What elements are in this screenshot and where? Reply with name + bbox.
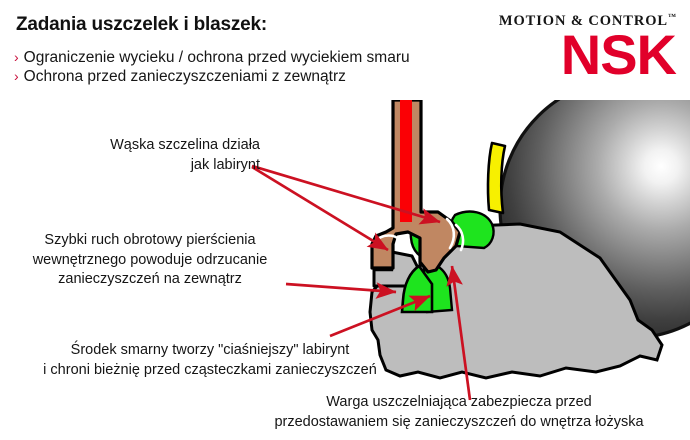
- arrow-labirynt-lower: [251, 165, 389, 252]
- nsk-logo: MOTION & CONTROL™ NSK: [499, 12, 677, 86]
- logo-tagline-text: MOTION & CONTROL: [498, 12, 668, 29]
- annotation-smarny: Środek smarny tworzy "ciaśniejszy" labir…: [0, 341, 420, 380]
- trademark-icon: ™: [668, 12, 676, 21]
- annotation-line: wewnętrznego powoduje odrzucanie: [32, 251, 268, 268]
- annotation-warga: Warga uszczelniająca zabezpiecza przed p…: [228, 393, 690, 432]
- arrow-labirynt-upper: [251, 164, 441, 225]
- annotation-line: Warga uszczelniająca zabezpiecza przed: [326, 394, 592, 410]
- annotation-line: Wąska szczelina działa: [110, 137, 260, 153]
- annotation-obrotowy: Szybki ruch obrotowy pierścienia wewnętr…: [0, 231, 300, 290]
- bullet-label: Ograniczenie wycieku / ochrona przed wyc…: [23, 49, 410, 66]
- bullet-item: › Ochrona przed zanieczyszczeniami z zew…: [14, 67, 410, 86]
- bullet-item: › Ograniczenie wycieku / ochrona przed w…: [14, 48, 410, 67]
- arrow-obrotowy: [285, 282, 397, 299]
- bullet-list: › Ograniczenie wycieku / ochrona przed w…: [14, 48, 410, 86]
- grease-channel: [400, 100, 412, 222]
- annotation-line: Środek smarny tworzy "ciaśniejszy" labir…: [70, 342, 350, 358]
- logo-wordmark: NSK: [560, 22, 677, 86]
- arrow-warga: [446, 265, 472, 401]
- leader-arrows: [251, 164, 472, 401]
- annotation-labirynt: Wąska szczelina działa jak labirynt: [0, 136, 260, 175]
- annotation-line: zanieczyszczeń na zewnątrz: [58, 271, 242, 287]
- annotation-line: i chroni bieżnię przed cząsteczkami zani…: [43, 361, 377, 378]
- cage: [486, 141, 507, 215]
- chevron-right-icon: ›: [14, 49, 19, 65]
- arrow-smarny: [329, 294, 431, 338]
- chevron-right-icon: ›: [14, 68, 19, 84]
- annotation-line: przedostawaniem się zanieczyszczeń do wn…: [274, 413, 644, 430]
- annotation-line: jak labirynt: [190, 156, 260, 173]
- inner-ring: [368, 222, 664, 380]
- seal-shield: [370, 100, 462, 274]
- logo-tagline: MOTION & CONTROL™: [499, 12, 676, 30]
- bullet-label: Ochrona przed zanieczyszczeniami z zewną…: [23, 68, 346, 85]
- page-title: Zadania uszczelek i blaszek:: [16, 14, 268, 35]
- annotation-line: Szybki ruch obrotowy pierścienia: [44, 232, 256, 248]
